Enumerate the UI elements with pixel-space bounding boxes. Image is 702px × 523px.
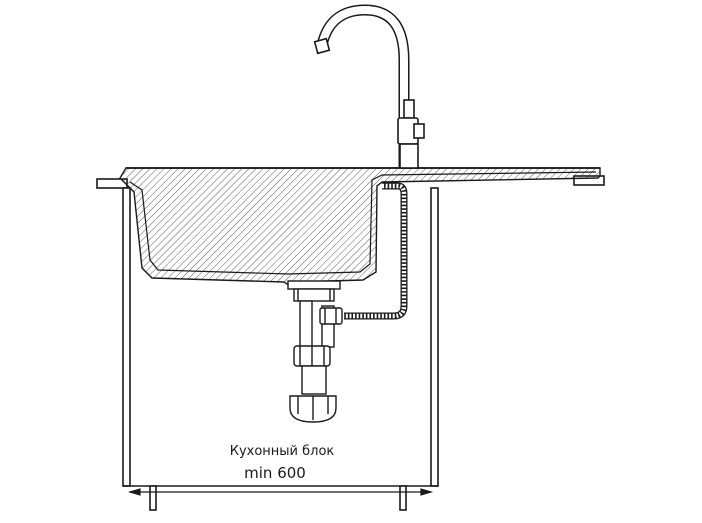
sink-inner-contour	[129, 171, 597, 275]
min-width-label: min 600	[244, 464, 306, 482]
drain-outlet	[287, 280, 341, 302]
dimension-arrow-right	[420, 488, 434, 496]
siphon	[289, 300, 343, 423]
faucet-spout-outline	[316, 4, 410, 168]
drain-body	[293, 288, 335, 302]
cabinet	[122, 187, 439, 511]
faucet-lever	[413, 123, 425, 139]
dimension-arrow-left	[127, 488, 141, 496]
cabinet-leg-left	[149, 485, 157, 511]
width-dimension	[127, 488, 434, 496]
overflow-hose	[344, 182, 408, 320]
faucet-collar	[403, 99, 415, 119]
sink-wall-hatch	[119, 167, 601, 285]
drain-flange	[287, 280, 341, 290]
overflow-hose-corrugation	[344, 183, 407, 319]
overflow-connector	[319, 307, 343, 325]
sink-body	[119, 167, 601, 285]
faucet-aerator	[313, 37, 331, 55]
cabinet-left-wall	[122, 187, 131, 487]
cabinet-right-wall	[430, 187, 439, 487]
faucet-base	[399, 143, 419, 169]
cabinet-label: Кухонный блок	[230, 444, 335, 459]
siphon-column	[301, 365, 327, 395]
faucet-spout	[318, 5, 408, 168]
cabinet-leg-right	[399, 485, 407, 511]
faucet	[313, 4, 425, 169]
siphon-pipe-left	[299, 300, 313, 348]
